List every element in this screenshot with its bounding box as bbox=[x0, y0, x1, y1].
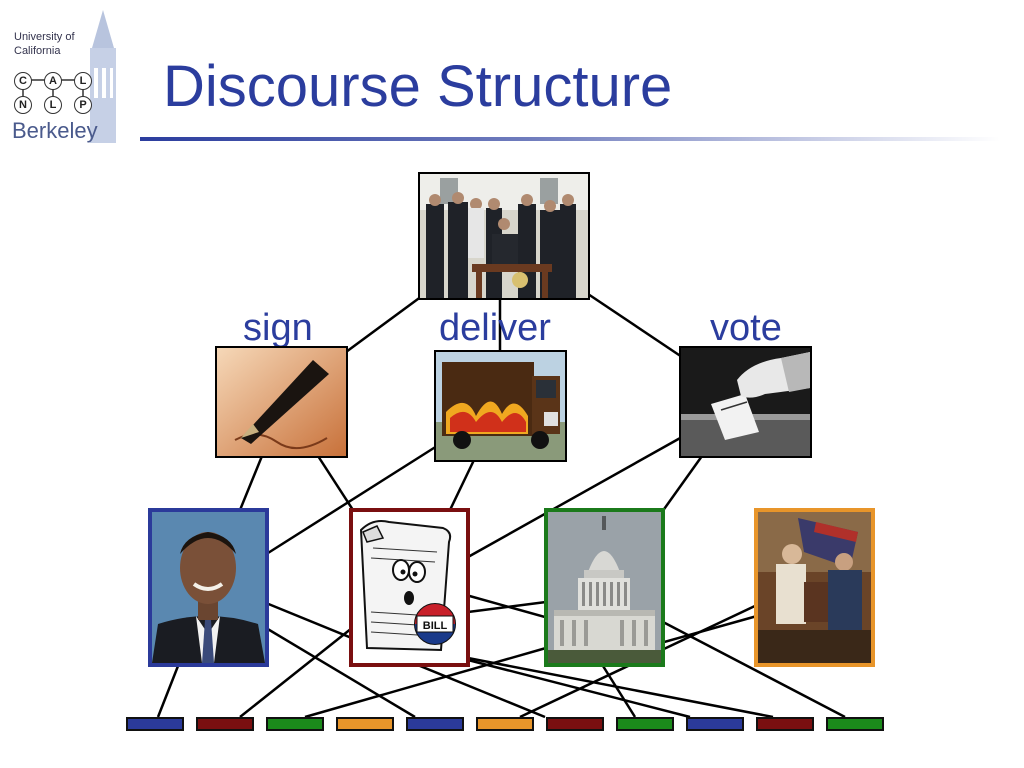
person-portrait-photo bbox=[148, 508, 269, 667]
bill-cartoon-image: BILL bbox=[349, 508, 470, 667]
link-line bbox=[467, 435, 683, 559]
link-line bbox=[467, 656, 774, 719]
delivery-truck-photo bbox=[434, 350, 567, 462]
link-line bbox=[156, 665, 180, 718]
predicate-label-deliver: deliver bbox=[439, 307, 551, 349]
logo-institution: University of California bbox=[14, 31, 75, 57]
link-line bbox=[267, 444, 438, 555]
link-line bbox=[601, 665, 637, 718]
predicate-label-vote: vote bbox=[710, 307, 782, 349]
token-box bbox=[266, 717, 324, 731]
token-box bbox=[616, 717, 674, 731]
logo-campus: Berkeley bbox=[12, 118, 98, 143]
campanile-tower-icon bbox=[90, 10, 116, 143]
token-box bbox=[406, 717, 464, 731]
token-box bbox=[126, 717, 184, 731]
link-line bbox=[265, 626, 416, 719]
token-box bbox=[686, 717, 744, 731]
svg-text:BILL: BILL bbox=[423, 620, 448, 632]
link-line bbox=[304, 646, 547, 719]
revolutionary-painting-image bbox=[754, 508, 875, 667]
fountain-pen-photo bbox=[215, 346, 348, 458]
logo-node: A bbox=[44, 72, 62, 90]
logo-node: N bbox=[14, 96, 32, 114]
logo-node: C bbox=[14, 72, 32, 90]
link-line bbox=[448, 459, 476, 511]
title-underline bbox=[140, 137, 1000, 141]
logo-node: L bbox=[44, 96, 62, 114]
token-box bbox=[756, 717, 814, 731]
link-line bbox=[662, 620, 846, 719]
token-box bbox=[476, 717, 534, 731]
uc-berkeley-logo: University of California C A L N L P Ber… bbox=[8, 8, 128, 148]
link-line bbox=[587, 292, 683, 359]
token-box bbox=[196, 717, 254, 731]
ballot-box-photo bbox=[679, 346, 812, 458]
logo-node: L bbox=[74, 72, 92, 90]
token-box bbox=[336, 717, 394, 731]
page-title: Discourse Structure bbox=[163, 54, 673, 119]
token-box bbox=[826, 717, 884, 731]
link-line bbox=[238, 455, 264, 511]
logo-node: P bbox=[74, 96, 92, 114]
link-line bbox=[345, 294, 423, 354]
link-line bbox=[660, 455, 704, 513]
link-line bbox=[239, 627, 353, 718]
predicate-label-sign: sign bbox=[243, 307, 313, 349]
link-line bbox=[316, 455, 355, 511]
token-box bbox=[546, 717, 604, 731]
signing-ceremony-photo bbox=[418, 172, 590, 300]
capitol-building-photo bbox=[544, 508, 665, 667]
